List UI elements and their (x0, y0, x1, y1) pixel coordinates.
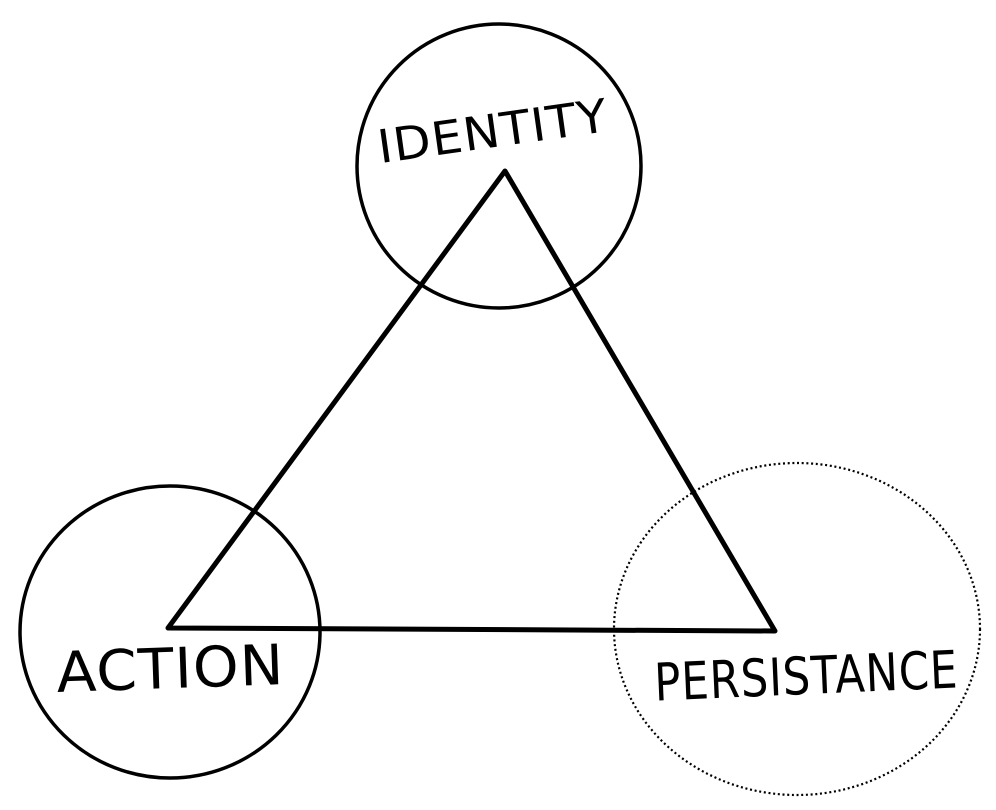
identity-circle (355, 22, 643, 310)
action-circle (18, 484, 322, 780)
identity-label: IDENTITY (374, 88, 611, 174)
triangle-connector (165, 168, 778, 634)
action-label: ACTION (55, 633, 285, 706)
persistance-label: PERSISTANCE (653, 640, 959, 713)
persistance-circle (612, 461, 982, 797)
